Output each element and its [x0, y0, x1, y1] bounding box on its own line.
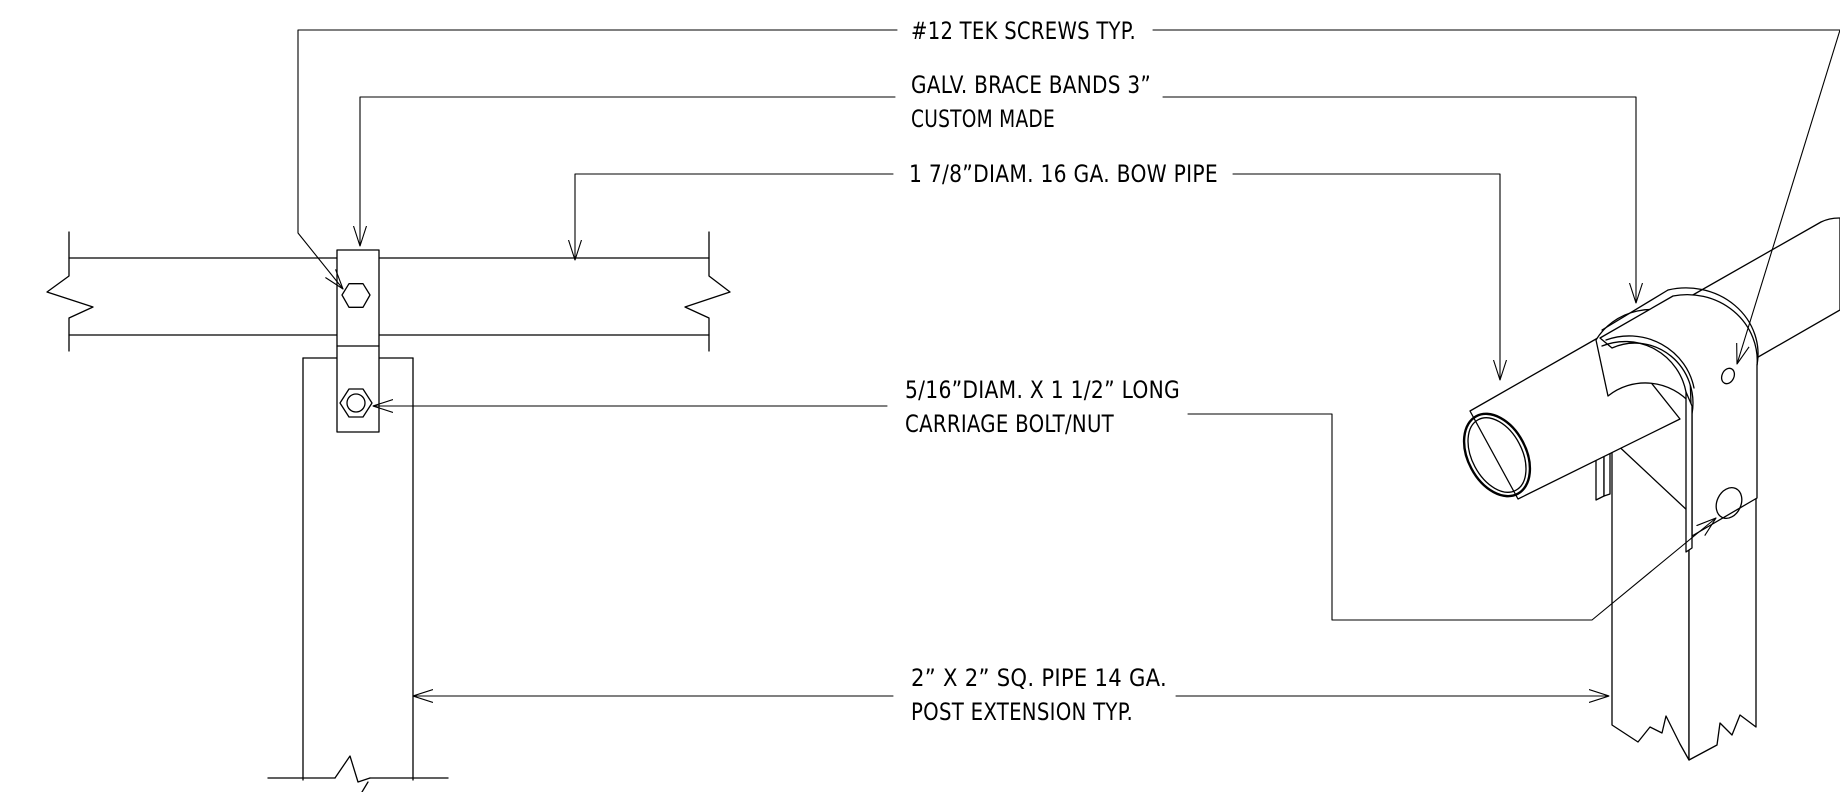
iso-post-extension [1611, 439, 1757, 761]
label-sq-pipe-line1: 2” X 2” SQ. PIPE 14 GA. [911, 664, 1167, 692]
iso-tek-screw-hole [1720, 367, 1736, 385]
tek-screw-head-icon [341, 283, 371, 308]
label-tek-screws: #12 TEK SCREWS TYP. [911, 17, 1136, 45]
label-bow-pipe: 1 7/8”DIAM. 16 GA. BOW PIPE [909, 160, 1218, 188]
label-brace-bands-line2: CUSTOM MADE [911, 105, 1055, 133]
leader-lines [297, 29, 1840, 696]
label-carriage-bolt-line2: CARRIAGE BOLT/NUT [905, 410, 1114, 438]
iso-bolt-hole [1715, 486, 1743, 520]
callout-labels: #12 TEK SCREWS TYP. GALV. BRACE BANDS 3”… [905, 17, 1218, 726]
carriage-bolt-nut-icon [339, 388, 373, 418]
side-view-bow-pipe [46, 231, 731, 352]
iso-pipe-end [1462, 412, 1532, 498]
side-view-post-extension [267, 357, 449, 792]
isometric-view [1462, 217, 1840, 761]
side-view-brace-band [336, 249, 380, 433]
label-sq-pipe-line2: POST EXTENSION TYP. [911, 698, 1133, 726]
iso-brace-band [1595, 287, 1759, 553]
label-brace-bands-line1: GALV. BRACE BANDS 3” [911, 71, 1151, 99]
label-carriage-bolt-line1: 5/16”DIAM. X 1 1/2” LONG [905, 376, 1180, 404]
side-view [46, 231, 731, 792]
